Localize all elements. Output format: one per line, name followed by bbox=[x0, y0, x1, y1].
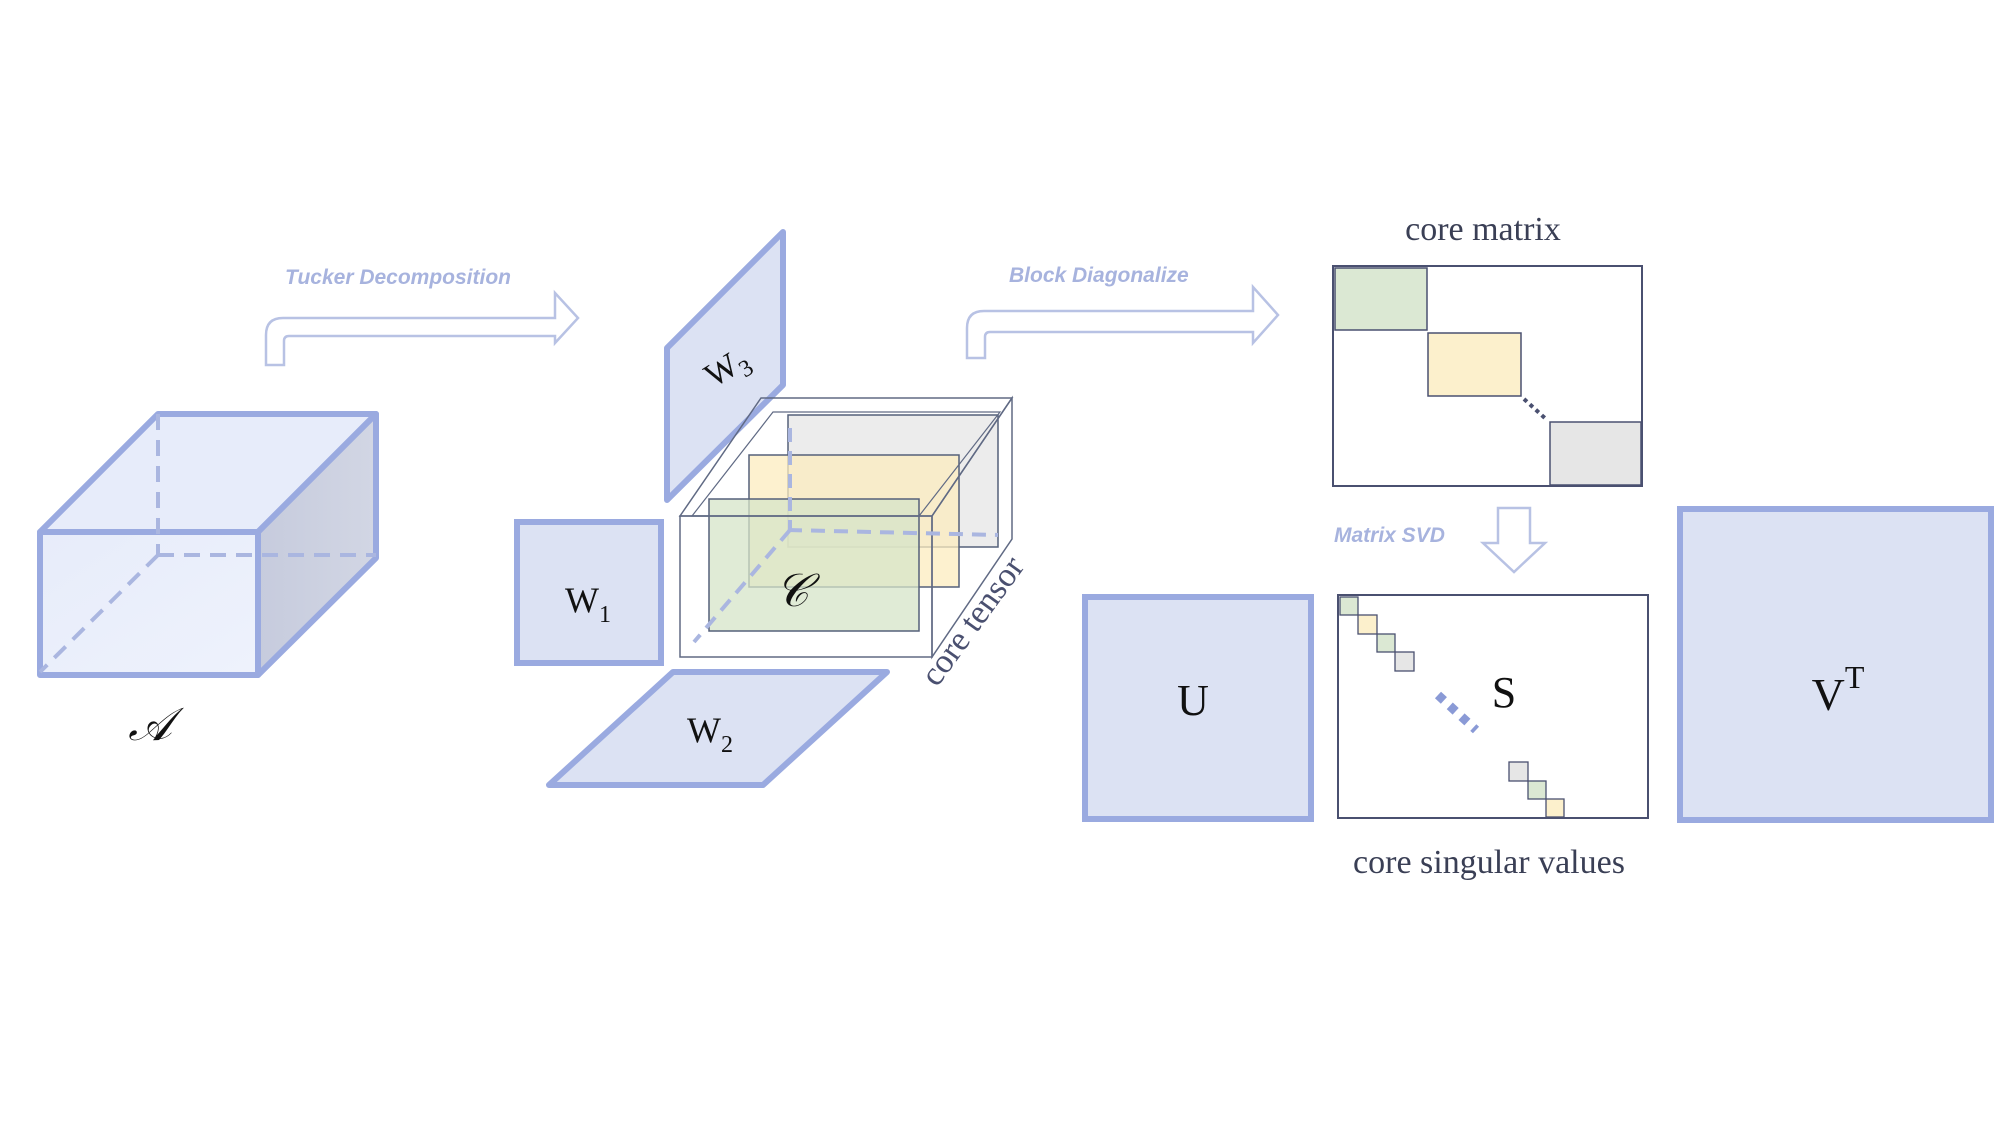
w2-label: W bbox=[687, 710, 721, 750]
matrix-u: U bbox=[1082, 594, 1314, 822]
w2-subscript: 2 bbox=[721, 732, 733, 758]
core-matrix-title: core matrix bbox=[1405, 211, 1561, 248]
curved-arrow-icon bbox=[965, 283, 1280, 360]
tucker-label: Tucker Decomposition bbox=[285, 266, 511, 289]
s-label: S bbox=[1492, 668, 1516, 717]
block-arrow bbox=[965, 283, 1280, 360]
tucker-arrow bbox=[264, 289, 580, 367]
matrix-vt: VT bbox=[1677, 506, 1994, 823]
core-tensor bbox=[678, 395, 1014, 660]
curved-arrow-icon bbox=[264, 289, 580, 367]
matrix-s: S bbox=[1337, 594, 1649, 819]
factor-w1: W1 bbox=[514, 519, 664, 666]
block-3 bbox=[1549, 421, 1642, 486]
diagonal-dots bbox=[1522, 397, 1549, 422]
tensor-a-cube bbox=[37, 411, 379, 678]
core-singular-title: core singular values bbox=[1353, 844, 1625, 881]
factor-w3: W3 bbox=[664, 229, 786, 503]
svg-text:W1: W1 bbox=[565, 580, 611, 628]
block-label: Block Diagonalize bbox=[1009, 264, 1189, 287]
w1-label: W bbox=[565, 580, 599, 620]
u-label: U bbox=[1177, 676, 1209, 725]
block-1 bbox=[1334, 267, 1428, 331]
v-superscript: T bbox=[1845, 659, 1865, 695]
factor-w2: W2 bbox=[546, 669, 890, 788]
block-2 bbox=[1427, 332, 1522, 397]
v-label: V bbox=[1812, 669, 1845, 720]
core-matrix bbox=[1332, 265, 1643, 487]
down-arrow-icon bbox=[1479, 506, 1549, 574]
svd-label: Matrix SVD bbox=[1334, 524, 1445, 547]
w1-subscript: 1 bbox=[599, 602, 611, 628]
svg-text:W2: W2 bbox=[687, 710, 733, 758]
svg-text:VT: VT bbox=[1812, 659, 1865, 720]
tensor-a-label: 𝒜 bbox=[128, 697, 184, 751]
